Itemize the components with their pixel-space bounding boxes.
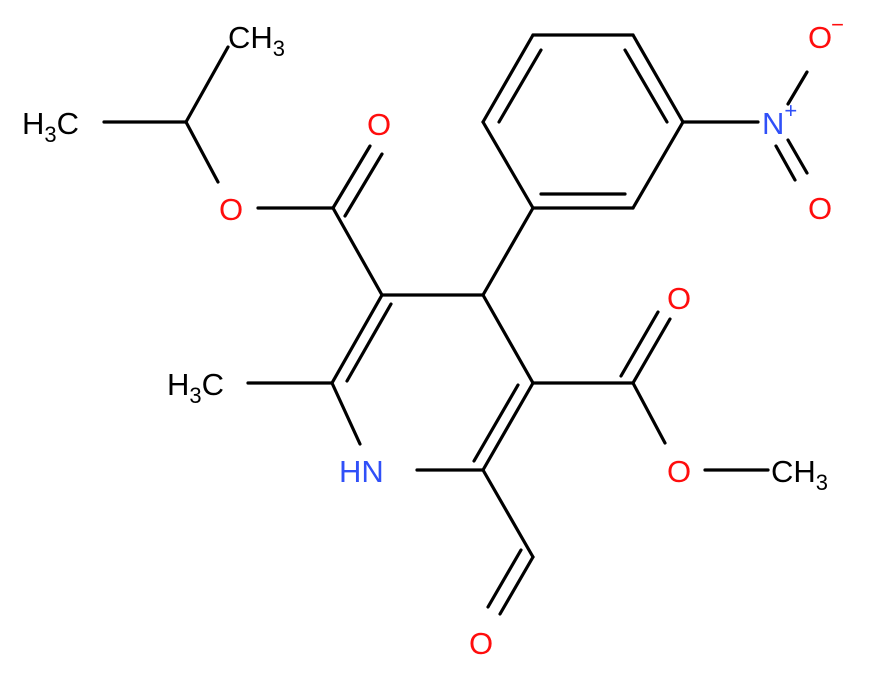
bonds	[102, 33, 809, 616]
label-o-formyl: O	[469, 626, 493, 661]
bond-ph5	[631, 120, 685, 210]
bond-cho-o-a	[498, 555, 535, 616]
bond-c-c3	[331, 206, 384, 297]
label-nh: HN	[339, 454, 384, 489]
bond-ph2-inner	[497, 48, 543, 124]
bond-ph2	[481, 33, 535, 124]
label-n-nitro: N+	[762, 98, 797, 141]
atom-labels: CH3 H3C O O N+ O− O H3C O O CH3 HN O	[22, 12, 844, 661]
bond-n-o-b	[774, 144, 797, 182]
bond-co-iso-b	[343, 152, 384, 218]
label-o-nitro-minus: O−	[808, 12, 844, 55]
label-o-ester-me: O	[667, 454, 691, 489]
bond-c5-c6-a	[481, 381, 535, 472]
label-h3c-left: H3C	[22, 106, 79, 147]
bond-c5-c6-b	[472, 383, 520, 463]
bond-n-c2	[330, 381, 362, 446]
bond-co-me-b	[619, 310, 660, 378]
label-o-carbonyl-iso: O	[367, 107, 391, 142]
label-o-nitro: O	[808, 191, 832, 226]
bond-c4-c5	[481, 293, 535, 385]
label-ch3-methoxy: CH3	[771, 454, 828, 495]
label-h3c-methyl: H3C	[167, 367, 224, 408]
bond-cho-o-b	[486, 548, 523, 609]
bond-c6-cho	[481, 468, 535, 559]
bond-n-o-a	[786, 138, 809, 175]
bond-ph1	[481, 120, 535, 210]
bond-c4-ph	[481, 206, 535, 297]
bond-c-o-me	[631, 381, 667, 445]
bond-co-me-a	[631, 317, 672, 385]
bond-n-o-minus	[786, 70, 809, 106]
label-o-ester-iso: O	[219, 192, 243, 227]
label-o-carbonyl-me: O	[667, 281, 691, 316]
bond-ipr-o	[184, 120, 220, 184]
bond-c2-c3-a	[330, 293, 384, 385]
bond-c2-c3-b	[345, 302, 393, 383]
bond-ipr-ch3-top	[184, 45, 230, 124]
bond-ph4-inner	[623, 48, 669, 124]
label-ch3-top: CH3	[228, 20, 285, 61]
bond-ph4	[631, 33, 685, 124]
bond-co-iso-a	[331, 144, 372, 210]
